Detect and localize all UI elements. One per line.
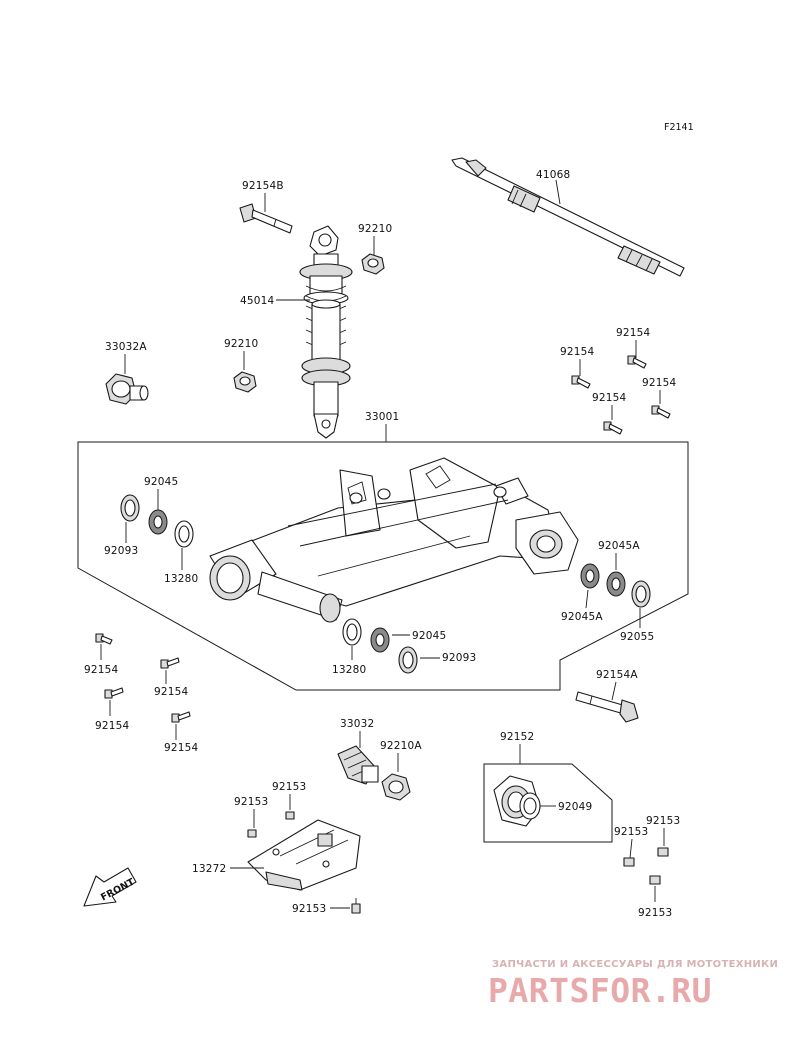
label-13280-bottom: 13280 — [332, 664, 366, 676]
bolt-92154-d — [603, 421, 623, 435]
shock-absorber — [299, 225, 353, 439]
label-92045A-2: 92045A — [561, 611, 603, 623]
bolt-92154-l1 — [95, 633, 113, 645]
swingarm-assembly-frame — [77, 441, 689, 691]
label-92049: 92049 — [558, 801, 592, 813]
label-92153-5: 92153 — [614, 826, 648, 838]
label-92154A: 92154A — [596, 669, 638, 681]
leader-92153-5 — [629, 838, 633, 859]
screw-92153-3 — [351, 898, 361, 914]
label-41068: 41068 — [536, 169, 570, 181]
label-45014: 45014 — [240, 295, 275, 307]
label-92045-bottom: 92045 — [412, 630, 446, 642]
label-33032: 33032 — [340, 718, 374, 730]
bolt-92154B — [239, 203, 293, 234]
bolt-92154-l4 — [171, 711, 191, 723]
collar-13280-bottom — [342, 618, 362, 646]
screw-92153-5 — [623, 857, 635, 867]
guard-13272 — [247, 819, 361, 891]
bolt-92154-c — [651, 405, 671, 419]
label-92093-left: 92093 — [104, 545, 138, 557]
label-92210-top: 92210 — [358, 223, 392, 235]
nut-92210-mid — [233, 371, 257, 393]
label-13272: 13272 — [192, 863, 226, 875]
label-92154-l2: 92154 — [154, 686, 189, 698]
label-92045-left: 92045 — [144, 476, 178, 488]
label-33032A: 33032A — [105, 341, 147, 353]
bolt-92154-l2 — [160, 657, 180, 669]
figure-code: F2141 — [664, 122, 694, 133]
label-13280-left: 13280 — [164, 573, 198, 585]
label-92154-c: 92154 — [642, 377, 677, 389]
nut-92210A — [381, 773, 411, 801]
cover-assembly-frame — [483, 763, 613, 843]
label-33001: 33001 — [365, 411, 399, 423]
label-92153-1: 92153 — [272, 781, 306, 793]
leader-92154A — [611, 681, 617, 701]
label-92152: 92152 — [500, 731, 534, 743]
bearing-92045A-1 — [580, 563, 600, 589]
label-92154-a: 92154 — [616, 327, 651, 339]
label-92153-3: 92153 — [292, 903, 326, 915]
bearing-92045-left — [148, 509, 168, 535]
label-92210A: 92210A — [380, 740, 422, 752]
leader-92045A-2 — [585, 589, 589, 609]
label-92154-b: 92154 — [560, 346, 595, 358]
drive-shaft — [451, 157, 685, 277]
swingarm — [209, 457, 579, 623]
bolt-92154-l3 — [104, 687, 124, 699]
bolt-92154A — [575, 691, 639, 723]
seal-92049 — [519, 792, 541, 820]
bearing-92045-bottom — [370, 627, 390, 653]
bolt-92154-a — [627, 355, 647, 369]
collar-13280-left — [174, 520, 194, 548]
label-92045A-1: 92045A — [598, 540, 640, 552]
label-92093-bottom: 92093 — [442, 652, 476, 664]
bolt-92154-b — [571, 375, 591, 389]
screw-92153-2 — [247, 829, 257, 838]
screw-92153-6 — [649, 875, 661, 885]
label-92154-l3: 92154 — [95, 720, 130, 732]
label-92153-4: 92153 — [646, 815, 680, 827]
leader-41068 — [555, 179, 561, 205]
label-92153-6: 92153 — [638, 907, 672, 919]
screw-92153-4 — [657, 847, 669, 857]
seal-92055 — [631, 580, 651, 608]
label-92210-mid: 92210 — [224, 338, 258, 350]
nut-92210-top — [361, 253, 385, 275]
label-92153-2: 92153 — [234, 796, 268, 808]
label-92055: 92055 — [620, 631, 654, 643]
screw-92153-1 — [285, 811, 295, 820]
label-92154-d: 92154 — [592, 392, 627, 404]
front-direction-arrow: FRONT — [83, 867, 137, 907]
bushing-33032A — [105, 373, 149, 405]
bushing-33032 — [337, 745, 379, 785]
watermark-tagline: ЗАПЧАСТИ И АКСЕССУАРЫ ДЛЯ МОТОТЕХНИКИ — [492, 959, 778, 970]
seal-92093-bottom — [398, 646, 418, 674]
label-92154-l1: 92154 — [84, 664, 119, 676]
watermark-brand: PARTSFOR.RU — [488, 971, 712, 1010]
bearing-92045A-2 — [606, 571, 626, 597]
label-92154B: 92154B — [242, 180, 284, 192]
seal-92093-left — [120, 494, 140, 522]
label-92154-l4: 92154 — [164, 742, 199, 754]
